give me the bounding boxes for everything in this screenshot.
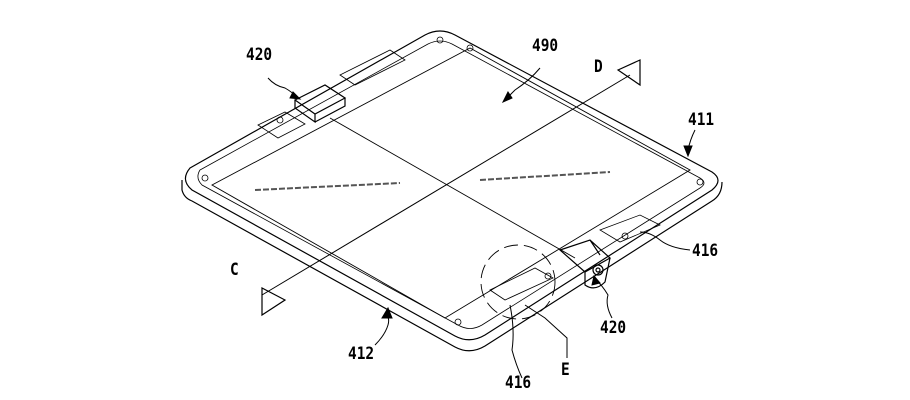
- device-outline: [184, 30, 719, 341]
- label-housing-second: 412: [348, 344, 375, 364]
- slot-top-left: [257, 49, 406, 139]
- device-side: [181, 180, 723, 352]
- fold-line: [329, 117, 576, 259]
- slot-bottom: [489, 267, 554, 301]
- detail-circle-e: [480, 244, 556, 320]
- label-slot-bottom: 416: [505, 373, 532, 393]
- glare: [254, 171, 611, 191]
- section-line-cd: [261, 74, 631, 296]
- hinge-bottom: [558, 239, 612, 289]
- label-detail-e: E: [561, 360, 570, 380]
- label-housing-first: 411: [688, 110, 715, 130]
- slot-right: [599, 214, 661, 243]
- label-hinge-top: 420: [246, 45, 273, 65]
- section-arrow-d: [616, 59, 641, 87]
- leader-lines: [267, 67, 696, 379]
- display-panel: [211, 47, 691, 319]
- screw-holes: [201, 36, 704, 326]
- section-arrow-c: [261, 287, 287, 317]
- label-slot-right: 416: [692, 241, 719, 261]
- hinge-pin: [592, 264, 604, 276]
- label-section-d: D: [594, 57, 603, 77]
- label-hinge-bottom: 420: [600, 318, 627, 338]
- hinge-top: [293, 84, 347, 124]
- inner-rim: [197, 40, 705, 329]
- label-section-c: C: [230, 260, 239, 280]
- label-display: 490: [532, 36, 559, 56]
